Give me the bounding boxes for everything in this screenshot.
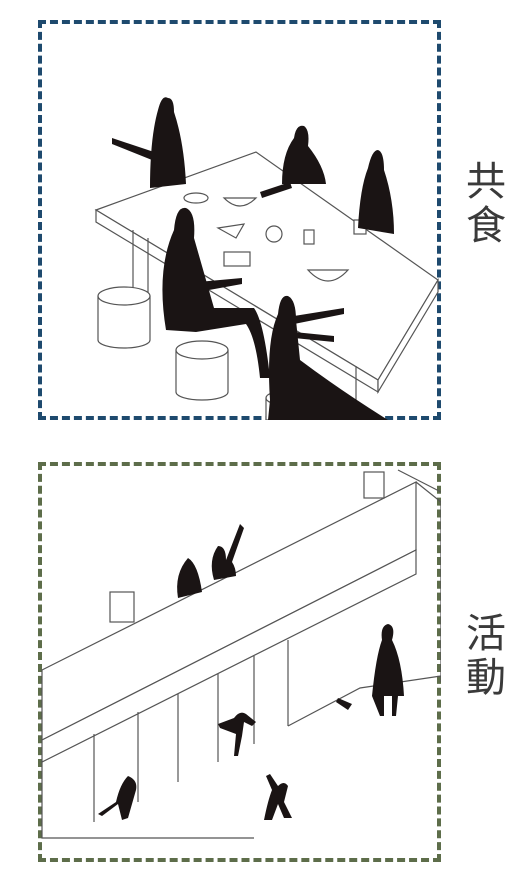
small-animal xyxy=(336,698,352,710)
stool-middle xyxy=(175,340,229,401)
people-silhouettes xyxy=(98,524,404,820)
person-kicking xyxy=(218,712,256,756)
rooftop-box-right xyxy=(363,471,385,499)
activity-panel xyxy=(38,462,441,862)
salad-bowl-icon xyxy=(306,269,350,282)
person-on-wall-left xyxy=(177,558,202,598)
stool-left xyxy=(97,286,151,349)
person-seated-right xyxy=(268,295,388,420)
sandwich-icon xyxy=(223,251,251,267)
person-standing-center xyxy=(282,125,326,184)
people-silhouettes xyxy=(112,97,394,420)
roast-chicken-icon xyxy=(265,225,283,243)
rooftop-box-left xyxy=(109,591,135,623)
person-standing-right xyxy=(358,150,394,234)
bowl-icon xyxy=(222,197,258,207)
person-on-wall-waving xyxy=(211,524,244,580)
person-standing-left xyxy=(150,97,186,188)
hotdog-icon xyxy=(183,192,209,204)
label-char: 食 xyxy=(466,203,506,249)
label-char: 動 xyxy=(466,655,506,701)
person-running xyxy=(98,776,137,820)
person-seated-left xyxy=(162,207,270,378)
food-items xyxy=(183,192,367,282)
person-standing xyxy=(372,624,404,716)
fries-icon xyxy=(303,229,315,245)
shared-meal-panel xyxy=(38,20,441,420)
shared-meal-label: 共 食 xyxy=(466,160,506,248)
shared-meal-illustration xyxy=(94,97,439,420)
activity-illustration xyxy=(41,469,441,839)
label-char: 共 xyxy=(466,159,506,205)
label-char: 活 xyxy=(466,611,506,657)
person-dancing xyxy=(264,774,292,820)
building-wall xyxy=(41,469,441,839)
activity-label: 活 動 xyxy=(466,612,506,700)
pizza-slice-icon xyxy=(216,223,246,239)
